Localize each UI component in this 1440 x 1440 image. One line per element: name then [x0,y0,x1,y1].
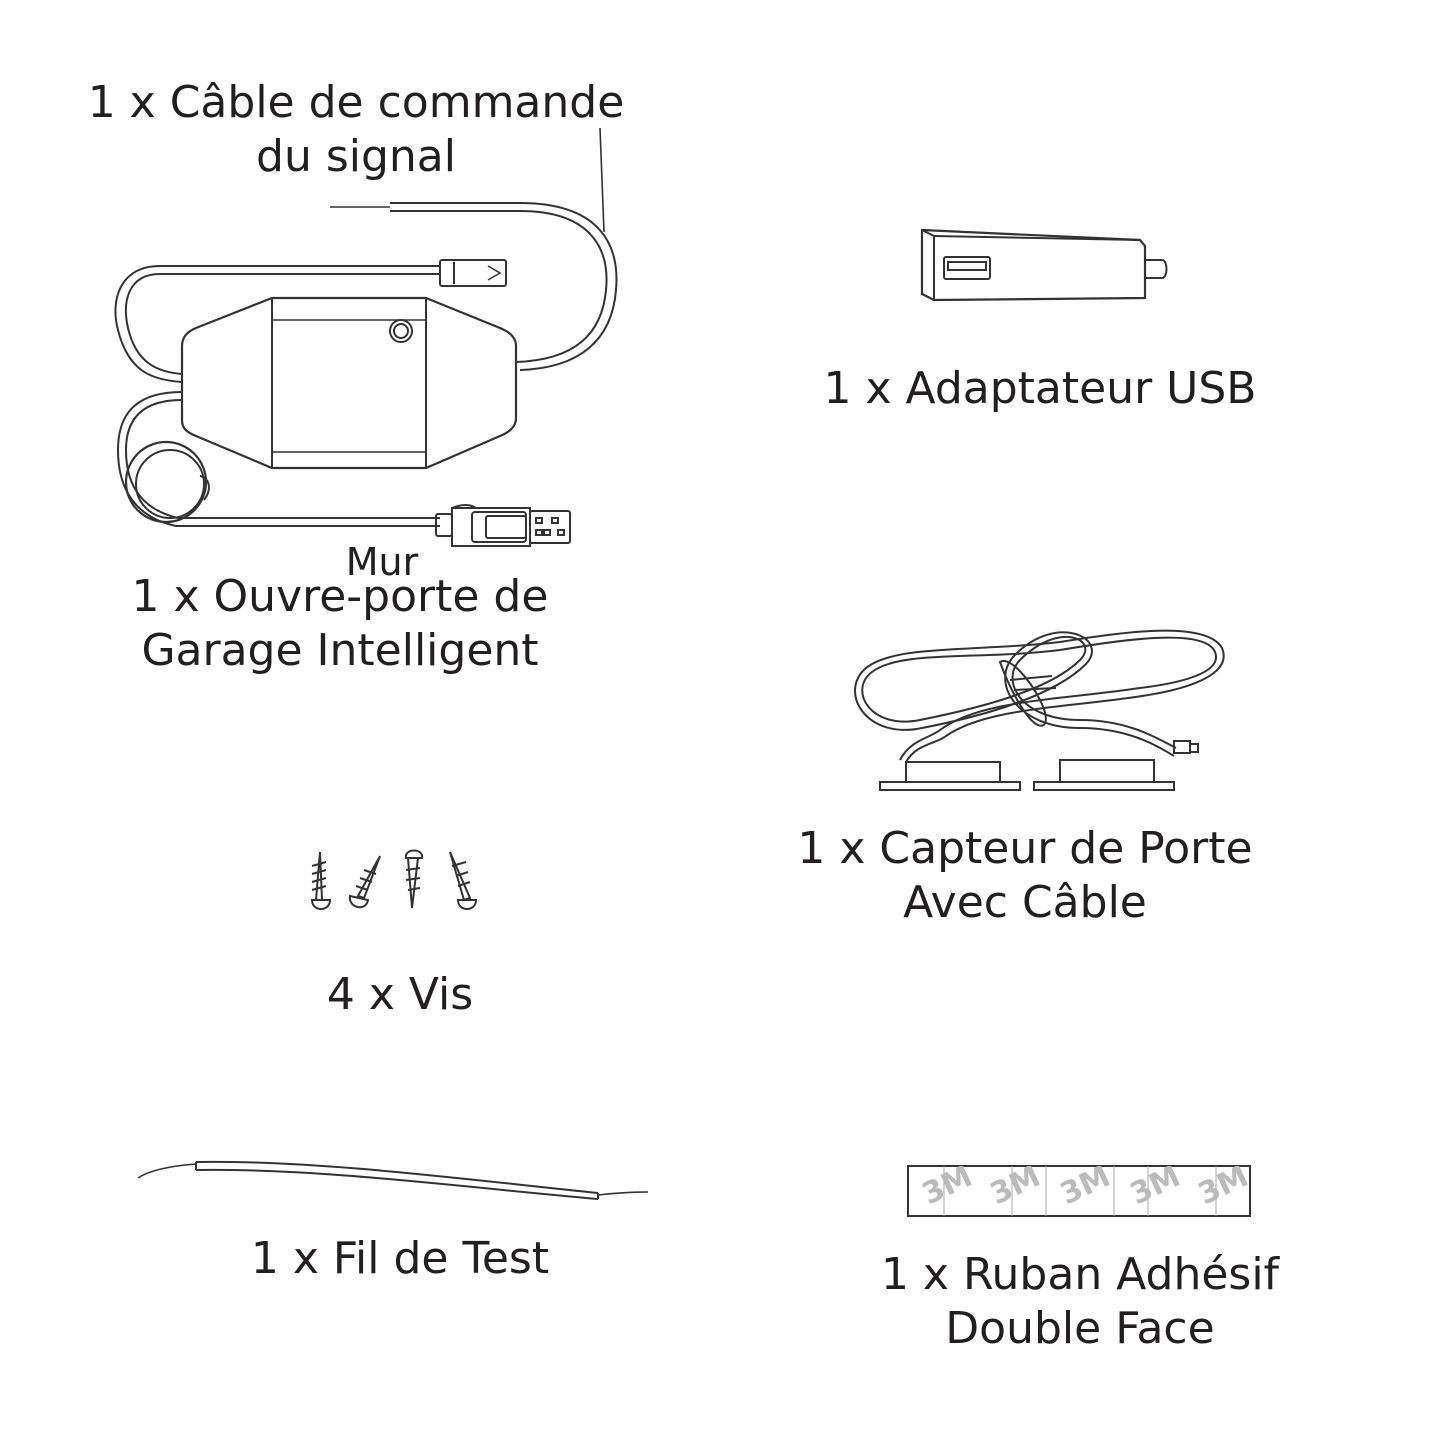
usb-adapter-label-line1: 1 x Adaptateur USB [823,363,1257,414]
control-cable-illustration [330,128,616,370]
screws-label: 4 x Vis [290,968,510,1022]
tape-logo: 3M [1192,1166,1250,1213]
tape-label-line1: 1 x Ruban Adhésif [880,1249,1280,1300]
opener-box-illustration [182,298,516,468]
usb-adapter-illustration [922,230,1167,300]
screws-illustration [312,851,476,910]
control-cable-label-line2: du signal [256,131,456,182]
wall-label: Mur [330,542,434,582]
screw-2 [350,856,380,907]
ferrite-core-illustration [126,442,209,522]
opener-label: 1 x Ouvre-porte de Garage Intelligent [100,570,580,678]
test-wire-illustration [138,1162,648,1199]
opener-label-line2: Garage Intelligent [141,625,539,676]
control-cable-label-line1: 1 x Câble de commande [87,77,625,128]
tape-logo: 3M [984,1166,1046,1213]
connector-plug-illustration [160,260,506,286]
tape-illustration [908,1166,1250,1216]
tape-logo: 3M [1054,1166,1116,1213]
screw-3 [406,851,422,909]
tape-logo: 3M [916,1166,978,1213]
test-wire-label-line1: 1 x Fil de Test [250,1233,550,1284]
usb-adapter-label: 1 x Adaptateur USB [790,362,1290,416]
screw-1 [312,852,330,909]
door-sensor-label-line1: 1 x Capteur de Porte [797,823,1253,874]
test-wire-label: 1 x Fil de Test [230,1232,570,1286]
opener-label-line1: 1 x Ouvre-porte de [131,571,549,622]
tape-logo: 3M [1124,1166,1186,1213]
control-cable-label: 1 x Câble de commande du signal [86,76,626,184]
door-sensor-label: 1 x Capteur de Porte Avec Câble [770,822,1280,930]
door-sensor-label-line2: Avec Câble [903,877,1147,928]
tape-logo-row: 3M 3M 3M 3M 3M [908,1166,1250,1216]
screw-4 [450,852,476,909]
opener-cable-loops [115,266,440,526]
tape-label: 1 x Ruban Adhésif Double Face [860,1248,1300,1356]
usb-plug-illustration [436,505,570,546]
wall-label-text: Mur [345,540,419,584]
screws-label-line1: 4 x Vis [326,969,474,1020]
tape-label-line2: Double Face [945,1303,1215,1354]
door-sensor-illustration [855,631,1224,790]
